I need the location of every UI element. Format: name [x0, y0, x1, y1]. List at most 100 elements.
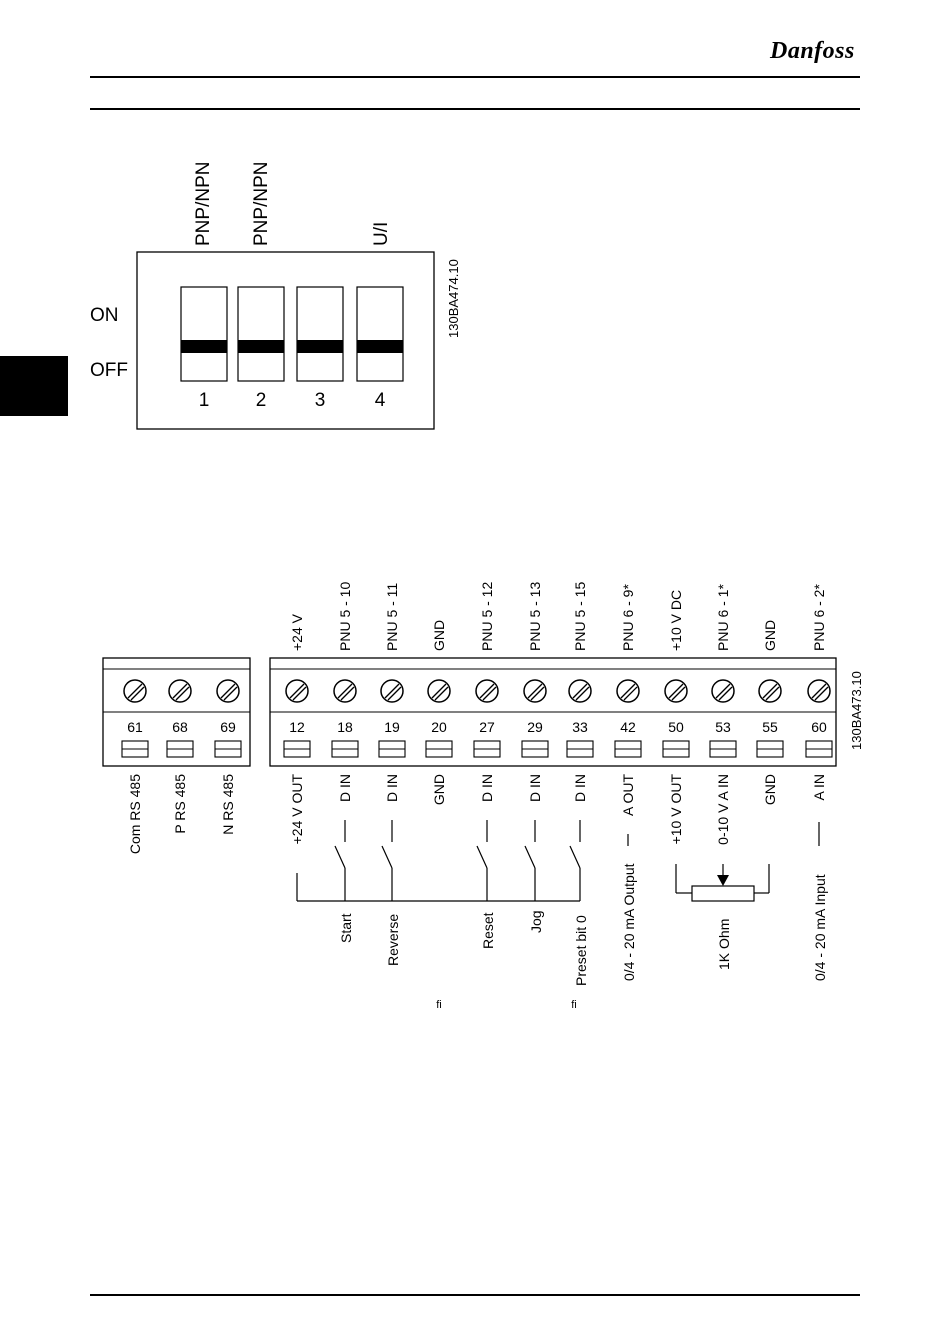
- terminal-function-label: D IN: [572, 774, 588, 802]
- screw-slot: [431, 683, 447, 699]
- svg-text:Start: Start: [338, 913, 354, 943]
- dip-switch-2[interactable]: [237, 286, 285, 382]
- terminal-number: 29: [527, 719, 543, 735]
- terminal-number: 69: [220, 719, 236, 735]
- stray-glyph-1: ﬁ: [436, 999, 442, 1011]
- terminal-number: 61: [127, 719, 143, 735]
- terminal-top-label: PNU 5 - 10: [337, 582, 353, 651]
- terminal-42[interactable]: 42: [614, 679, 642, 758]
- wiper-arrow: [717, 875, 729, 886]
- screw-slot: [620, 683, 636, 699]
- func-reverse: Reverse: [385, 914, 401, 966]
- svg-text:+10 V DC: +10 V DC: [668, 590, 684, 651]
- func-start: Start: [338, 913, 354, 943]
- terminal-figure-code: 130BA473.10: [849, 671, 864, 750]
- terminal-number: 19: [384, 719, 400, 735]
- svg-text:1K Ohm: 1K Ohm: [716, 919, 732, 970]
- screw-slot: [387, 686, 402, 701]
- terminal-function-label: D IN: [384, 774, 400, 802]
- svg-text:GND: GND: [762, 620, 778, 651]
- svg-text:Com RS 485: Com RS 485: [127, 774, 143, 854]
- dip-switch-1[interactable]: [180, 286, 228, 382]
- terminal-55[interactable]: 55: [756, 679, 784, 758]
- svg-text:N RS 485: N RS 485: [220, 774, 236, 835]
- terminal-function-label: A OUT: [620, 774, 636, 816]
- terminal-18[interactable]: 18: [331, 679, 359, 758]
- terminal-function-label: +24 V OUT: [289, 774, 305, 845]
- screw-slot: [814, 686, 829, 701]
- svg-text:+24 V: +24 V: [289, 613, 305, 651]
- terminal-20[interactable]: 20: [425, 679, 453, 758]
- screw-slot: [572, 683, 588, 699]
- chapter-tab: [0, 356, 68, 416]
- terminal-53[interactable]: 53: [709, 679, 737, 758]
- terminal-top-label: GND: [431, 620, 447, 651]
- terminal-function-label: D IN: [479, 774, 495, 802]
- screw-slot: [530, 686, 545, 701]
- terminal-number: 60: [811, 719, 827, 735]
- svg-text:PNU 6 - 2*: PNU 6 - 2*: [811, 584, 827, 651]
- dip-switch-3[interactable]: [296, 286, 344, 382]
- screw-slot: [671, 686, 686, 701]
- screw-slot: [384, 683, 400, 699]
- svg-text:A OUT: A OUT: [620, 774, 636, 816]
- terminal-top-label: PNU 5 - 12: [479, 582, 495, 651]
- terminal-function-label: GND: [762, 774, 778, 805]
- dip-switch-frame: [136, 251, 435, 430]
- svg-text:GND: GND: [431, 620, 447, 651]
- terminal-61[interactable]: 61: [121, 679, 149, 758]
- screw-slot: [289, 683, 305, 699]
- terminal-top-label: PNU 5 - 11: [384, 583, 400, 651]
- terminal-top-label: PNU 5 - 13: [527, 582, 543, 651]
- svg-text:GND: GND: [431, 774, 447, 805]
- screw-slot: [765, 686, 780, 701]
- terminal-function-label: D IN: [337, 774, 353, 802]
- svg-text:PNP/NPN: PNP/NPN: [251, 162, 272, 246]
- terminal-number: 50: [668, 719, 684, 735]
- terminal-33[interactable]: 33: [566, 679, 594, 758]
- svg-text:0/4 - 20 mA Input: 0/4 - 20 mA Input: [812, 874, 828, 981]
- terminal-29[interactable]: 29: [521, 679, 549, 758]
- terminal-69[interactable]: 69: [214, 679, 242, 758]
- terminal-function-label: 0-10 V A IN: [715, 774, 731, 845]
- rs485-label: Com RS 485: [127, 774, 143, 854]
- terminal-top-label: +24 V: [289, 613, 305, 651]
- terminal-68[interactable]: 68: [166, 679, 194, 758]
- terminal-top-label: PNU 5 - 15: [572, 582, 588, 651]
- screw-slot: [718, 686, 733, 701]
- terminal-50[interactable]: 50: [662, 679, 690, 758]
- terminal-19[interactable]: 19: [378, 679, 406, 758]
- screw-slot: [715, 683, 731, 699]
- wiring-lines: [296, 820, 820, 902]
- switch-number-1: 1: [199, 390, 210, 411]
- svg-text:PNU 5 - 11: PNU 5 - 11: [384, 583, 400, 651]
- screw-slot: [668, 683, 684, 699]
- screw-slot: [127, 683, 143, 699]
- screw-slot: [434, 686, 449, 701]
- svg-text:D IN: D IN: [384, 774, 400, 802]
- screw-slot: [220, 683, 236, 699]
- terminal-60[interactable]: 60: [805, 679, 833, 758]
- func-pot: 1K Ohm: [716, 919, 732, 970]
- dip-switch-4[interactable]: [356, 286, 404, 382]
- dip-switch-figure: PNP/NPN PNP/NPN U/I ON OFF 1 2 3 4 130BA…: [90, 162, 461, 430]
- terminal-12[interactable]: 12: [283, 679, 311, 758]
- footer-rule: [90, 1294, 860, 1296]
- terminal-top-label: PNU 6 - 9*: [620, 584, 636, 651]
- svg-text:A IN: A IN: [811, 774, 827, 800]
- dip-figure-code: 130BA474.10: [446, 259, 461, 338]
- svg-text:+24 V OUT: +24 V OUT: [289, 774, 305, 845]
- terminal-number: 27: [479, 719, 495, 735]
- switch-number-4: 4: [375, 390, 386, 411]
- terminal-top-label: PNU 6 - 2*: [811, 584, 827, 651]
- screw-slot: [623, 686, 638, 701]
- terminal-number: 12: [289, 719, 305, 735]
- screw-slot: [175, 686, 190, 701]
- terminal-27[interactable]: 27: [473, 679, 501, 758]
- terminal-number: 42: [620, 719, 636, 735]
- screw-slot: [340, 686, 355, 701]
- svg-text:PNU 5 - 15: PNU 5 - 15: [572, 582, 588, 651]
- svg-text:PNP/NPN: PNP/NPN: [193, 162, 214, 246]
- svg-text:Preset bit 0: Preset bit 0: [573, 915, 589, 986]
- dip-column-label-4: U/I: [371, 222, 392, 246]
